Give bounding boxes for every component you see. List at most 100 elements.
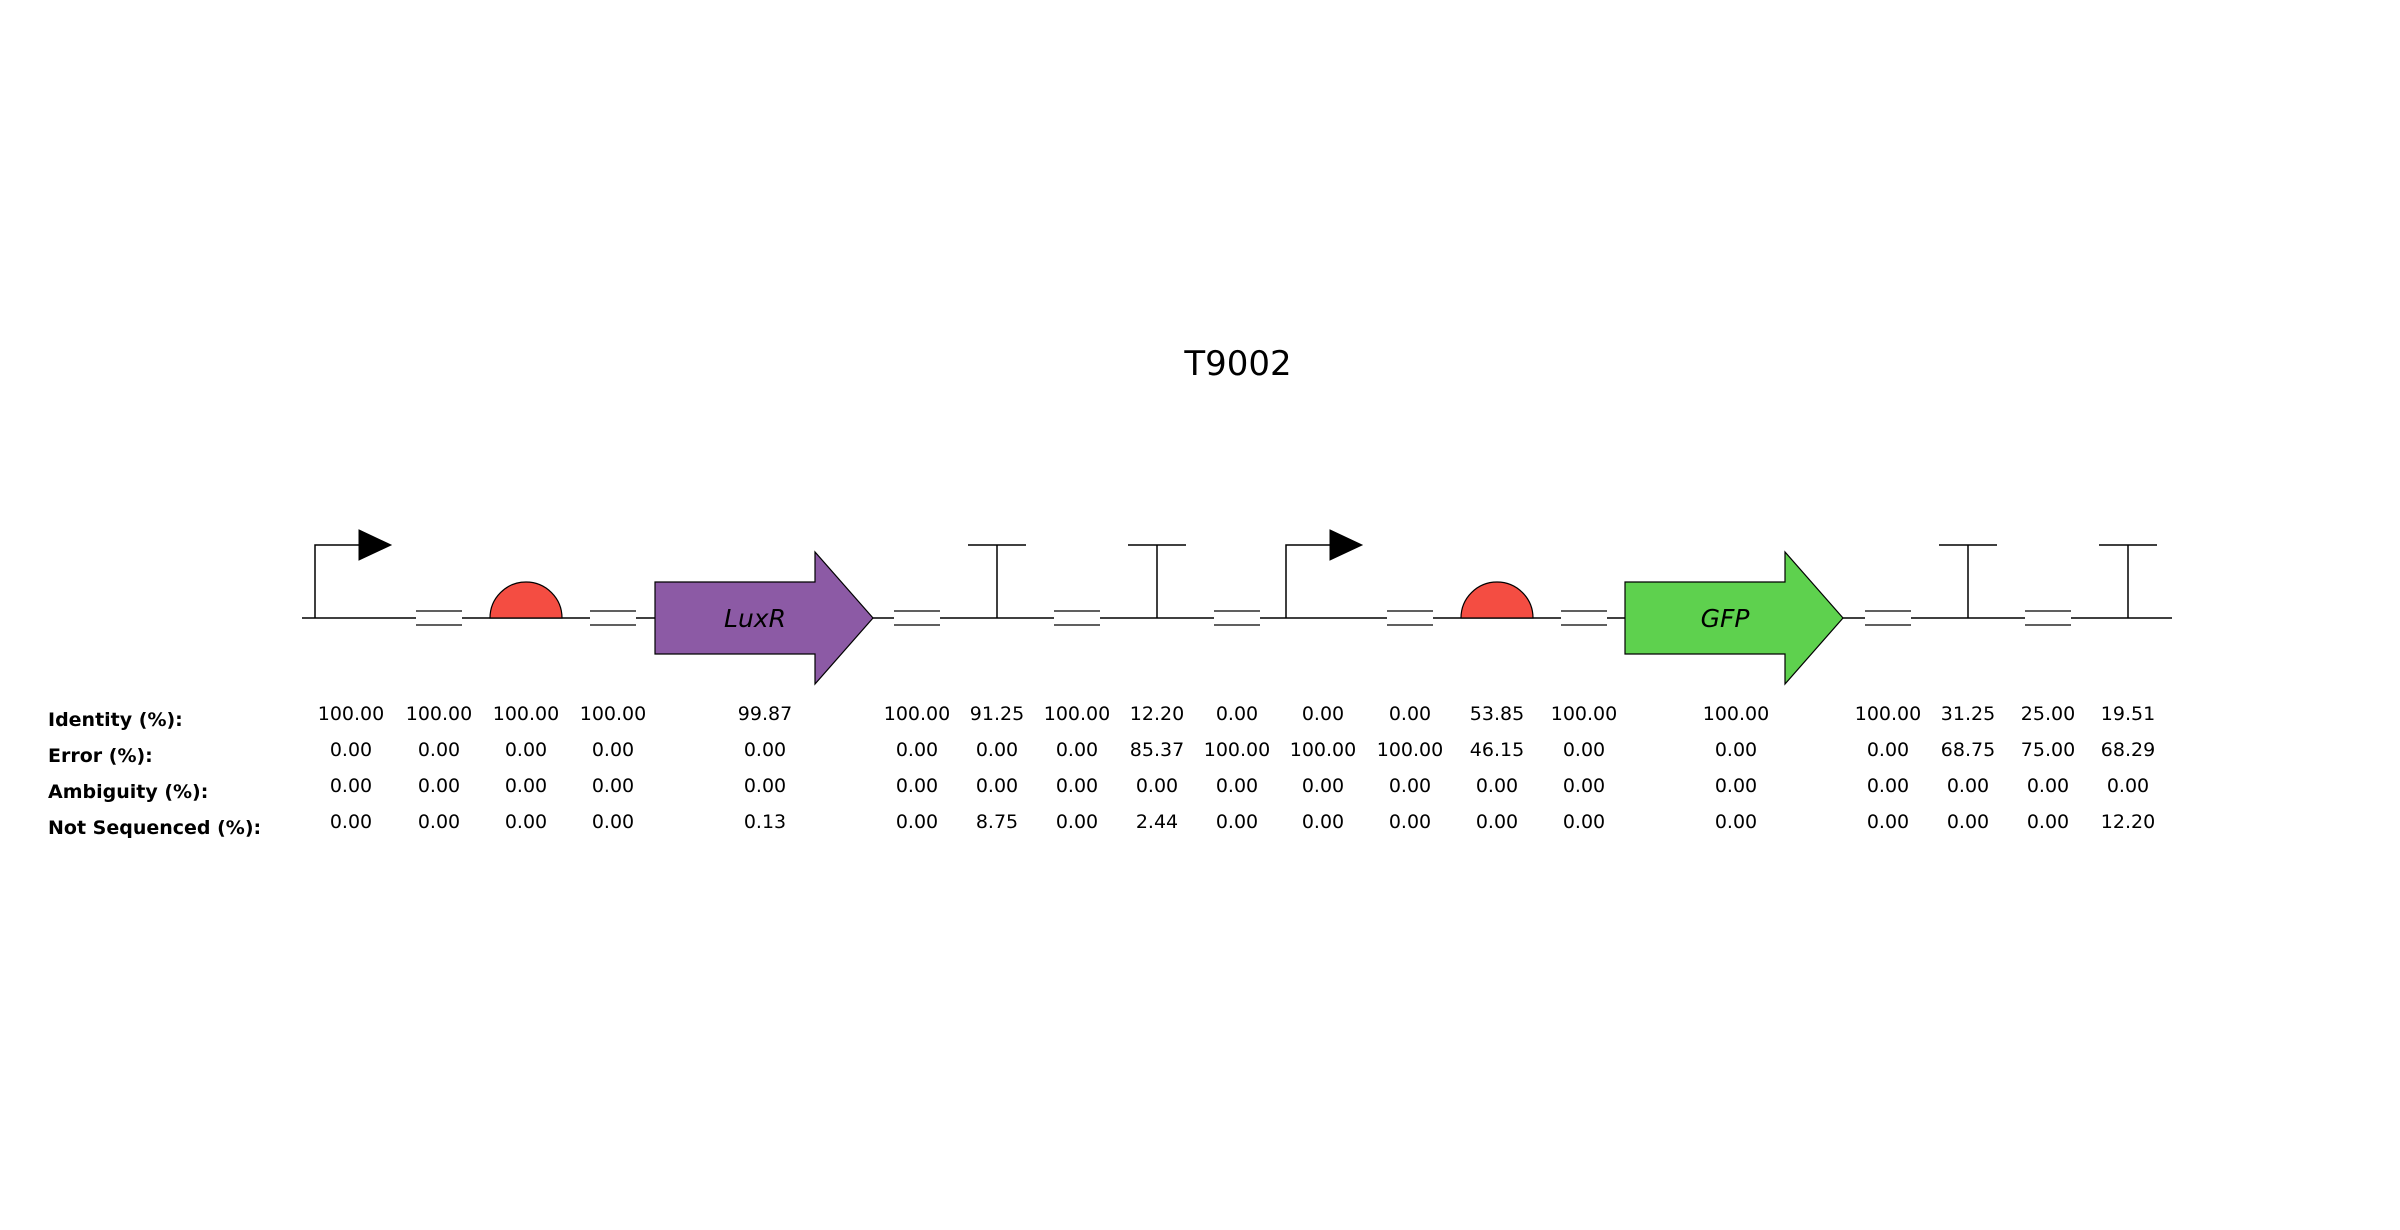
table-cell: 0.00 [1389, 775, 1431, 797]
rbs-r1 [489, 581, 563, 619]
diagram-title: T9002 [1183, 344, 1291, 384]
cds-c2: GFP [1624, 550, 1844, 686]
table-cell: 91.25 [970, 703, 1024, 725]
table-cell: 0.00 [1947, 775, 1989, 797]
table-cell: 0.00 [1136, 775, 1178, 797]
table-cell: 0.00 [418, 739, 460, 761]
spacer-s2 [590, 610, 636, 626]
table-cell: 0.00 [896, 811, 938, 833]
table-cell: 12.20 [2101, 811, 2155, 833]
table-cell: 0.00 [1056, 739, 1098, 761]
spacer-s7 [1561, 610, 1607, 626]
table-cell: 0.00 [1715, 811, 1757, 833]
table-cell: 0.00 [330, 811, 372, 833]
table-cell: 0.00 [744, 775, 786, 797]
spacer-s9 [2025, 610, 2071, 626]
cds-label: LuxR [724, 604, 786, 633]
table-cell: 0.00 [505, 811, 547, 833]
table-cell: 25.00 [2021, 703, 2075, 725]
table-cell: 0.00 [592, 739, 634, 761]
table-cell: 46.15 [1470, 739, 1524, 761]
table-cell: 0.00 [1216, 775, 1258, 797]
row-label: Identity (%): [48, 709, 183, 731]
table-cell: 0.00 [976, 739, 1018, 761]
table-cell: 0.00 [1056, 811, 1098, 833]
table-cell: 100.00 [1855, 703, 1921, 725]
table-cell: 100.00 [1703, 703, 1769, 725]
table-cell: 0.00 [744, 739, 786, 761]
parts-layer: LuxR GFP [314, 529, 2157, 686]
spacer-s4 [1054, 610, 1100, 626]
table-cell: 100.00 [1551, 703, 1617, 725]
table-cell: 68.75 [1941, 739, 1995, 761]
table-cell: 100.00 [1377, 739, 1443, 761]
table-cell: 100.00 [884, 703, 950, 725]
table-cell: 0.00 [330, 739, 372, 761]
table-cell: 0.00 [1947, 811, 1989, 833]
table-cell: 0.00 [592, 811, 634, 833]
table-cell: 0.00 [1389, 811, 1431, 833]
table-cell: 31.25 [1941, 703, 1995, 725]
spacer-s8 [1865, 610, 1911, 626]
table-cell: 85.37 [1130, 739, 1184, 761]
table-cell: 0.00 [896, 739, 938, 761]
table-cell: 0.00 [1389, 703, 1431, 725]
table-cell: 0.00 [1476, 775, 1518, 797]
table-cell: 100.00 [580, 703, 646, 725]
table-cell: 0.00 [1867, 775, 1909, 797]
table-cell: 0.00 [2107, 775, 2149, 797]
table-cell: 0.00 [1867, 739, 1909, 761]
table-cell: 0.00 [1056, 775, 1098, 797]
table-cell: 0.00 [1867, 811, 1909, 833]
table-cell: 0.00 [592, 775, 634, 797]
cds-label: GFP [1701, 604, 1751, 633]
row-label: Not Sequenced (%): [48, 817, 261, 839]
table-cell: 0.00 [2027, 811, 2069, 833]
spacer-s6 [1387, 610, 1433, 626]
table-cell: 19.51 [2101, 703, 2155, 725]
terminator-t1 [968, 544, 1026, 618]
table-cell: 0.00 [505, 739, 547, 761]
table-cell: 0.00 [1216, 703, 1258, 725]
terminator-t2 [1128, 544, 1186, 618]
table-cell: 68.29 [2101, 739, 2155, 761]
table-cell: 0.00 [418, 775, 460, 797]
promoter-p1 [314, 529, 393, 618]
table-cell: 0.00 [1715, 739, 1757, 761]
table-cell: 0.13 [744, 811, 786, 833]
stats-table: Identity (%): 100.00 100.00 100.00 100.00 99.… [48, 703, 2155, 839]
promoter-p2 [1285, 529, 1364, 618]
table-cell: 0.00 [1216, 811, 1258, 833]
table-cell: 0.00 [1715, 775, 1757, 797]
table-cell: 53.85 [1470, 703, 1524, 725]
table-cell: 0.00 [1302, 703, 1344, 725]
table-cell: 100.00 [1204, 739, 1270, 761]
spacer-s3 [894, 610, 940, 626]
spacer-s5 [1214, 610, 1260, 626]
table-cell: 12.20 [1130, 703, 1184, 725]
table-cell: 100.00 [318, 703, 384, 725]
table-cell: 0.00 [2027, 775, 2069, 797]
table-cell: 0.00 [1563, 811, 1605, 833]
table-cell: 0.00 [1563, 775, 1605, 797]
table-cell: 0.00 [976, 775, 1018, 797]
spacer-s1 [416, 610, 462, 626]
row-label: Ambiguity (%): [48, 781, 208, 803]
table-cell: 0.00 [1302, 775, 1344, 797]
table-cell: 0.00 [1476, 811, 1518, 833]
table-cell: 0.00 [330, 775, 372, 797]
terminator-t3 [1939, 544, 1997, 618]
table-cell: 0.00 [505, 775, 547, 797]
table-cell: 8.75 [976, 811, 1018, 833]
table-cell: 75.00 [2021, 739, 2075, 761]
terminator-t4 [2099, 544, 2157, 618]
rbs-r2 [1460, 581, 1534, 619]
cds-c1: LuxR [654, 550, 874, 686]
table-cell: 100.00 [406, 703, 472, 725]
table-cell: 0.00 [1302, 811, 1344, 833]
table-cell: 0.00 [418, 811, 460, 833]
table-cell: 0.00 [896, 775, 938, 797]
table-cell: 99.87 [738, 703, 792, 725]
table-cell: 100.00 [1044, 703, 1110, 725]
